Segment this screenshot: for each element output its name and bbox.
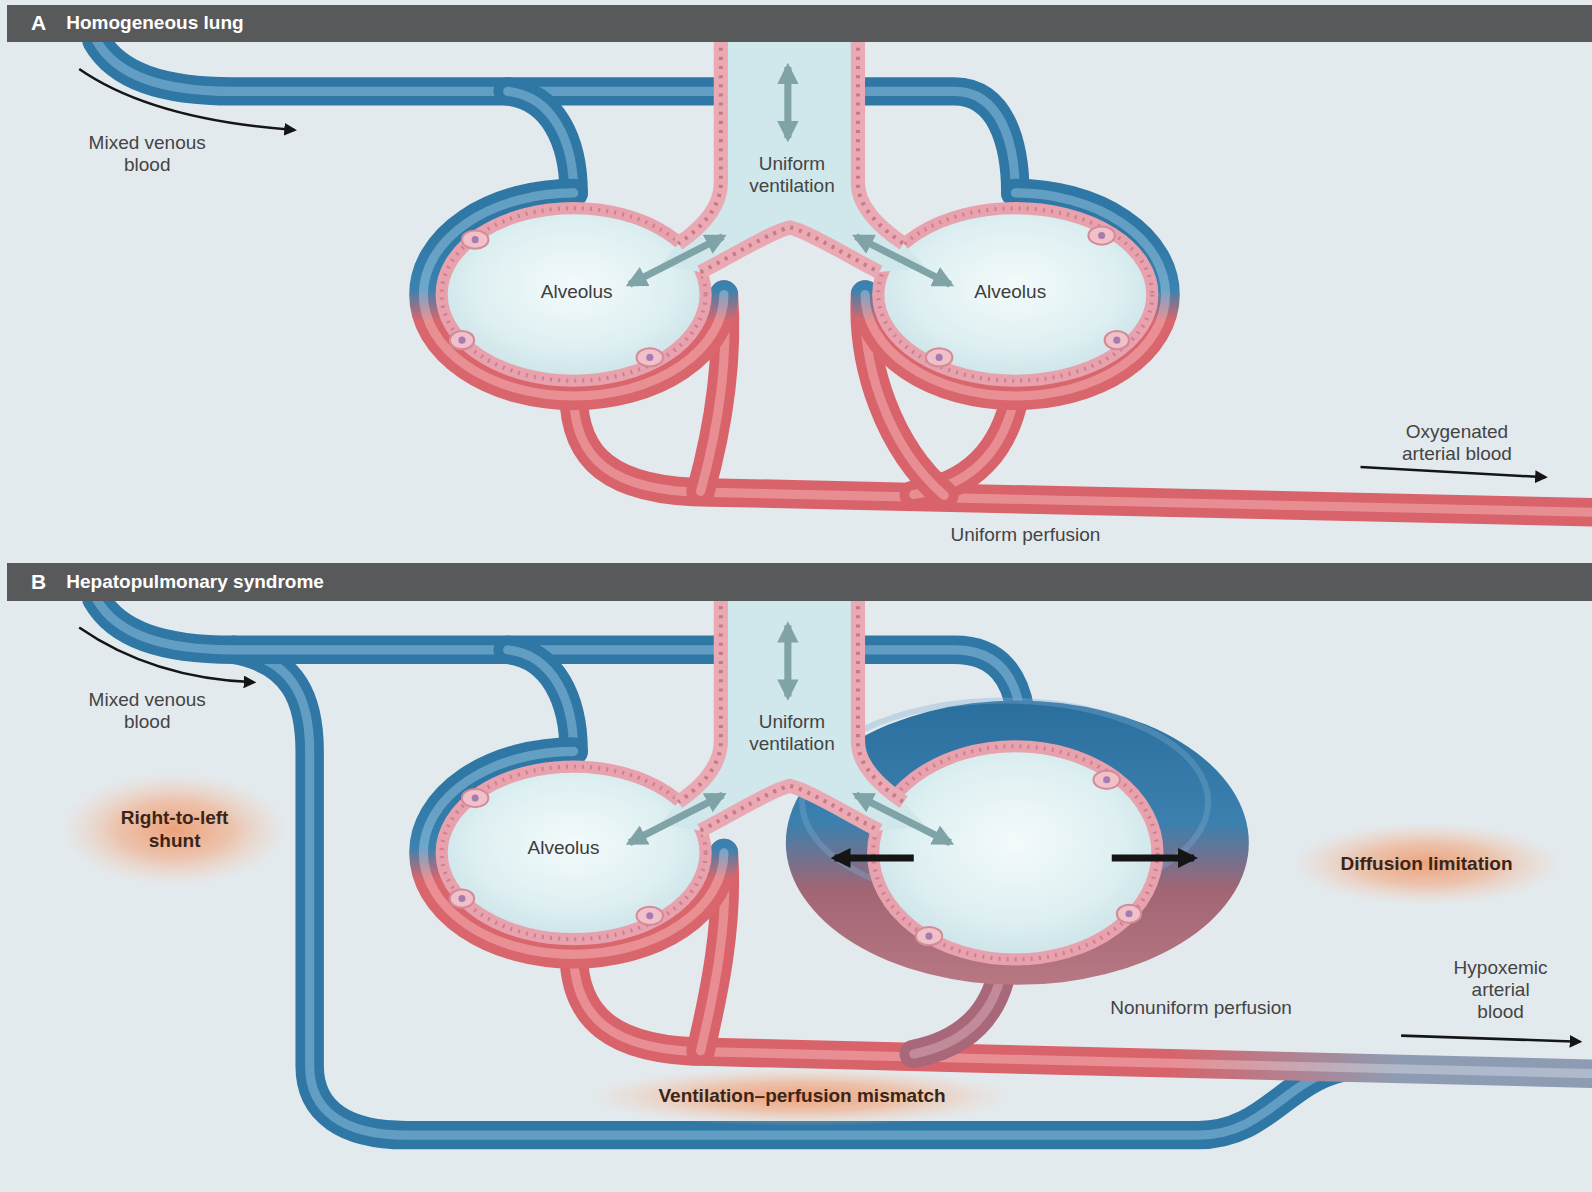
alveolus-shape [442, 208, 706, 381]
nucleus [1103, 776, 1110, 783]
capillary-highlight [423, 193, 724, 396]
arterial-vessel [914, 980, 1000, 1054]
capillary [423, 193, 724, 396]
arterial-highlight [914, 980, 1000, 1054]
panel-letter: B [31, 570, 46, 594]
panel-title: Homogeneous lung [66, 12, 243, 34]
glow-shape [587, 1067, 1016, 1126]
alveolus-label: Alveolus [974, 281, 1046, 302]
nucleus [1125, 910, 1132, 917]
nucleus [925, 933, 932, 940]
alveolus-label-box: Alveolus [537, 279, 617, 305]
alveolus-label: Alveolus [541, 281, 613, 302]
annotation-label: Uniform perfusion [950, 524, 1100, 546]
ventilation-arrow [784, 625, 791, 696]
flow-arrow [79, 69, 294, 130]
venous-highlight [508, 91, 574, 193]
mechanism-highlight: Right-to-left shunt [60, 772, 288, 887]
nucleus [458, 337, 465, 344]
flow-arrows [79, 69, 1580, 1042]
flow-arrow [1361, 467, 1546, 477]
capillary-highlight [423, 751, 724, 954]
venous-highlight [96, 41, 1015, 193]
diffusion-arrow [1112, 854, 1194, 861]
alveolus-wall [442, 208, 706, 381]
panel-header: A Homogeneous lung [7, 5, 1592, 42]
nucleus [472, 794, 479, 801]
nucleus [458, 895, 465, 902]
ventilation-arrow [856, 237, 950, 285]
capillary-highlight [865, 193, 1166, 396]
cell [462, 230, 488, 248]
flow-arrow [1401, 1036, 1580, 1042]
nucleus [1098, 232, 1105, 239]
cell [1088, 226, 1114, 244]
glow-shape [60, 772, 288, 887]
annotation-label: Oxygenated arterial blood [1381, 421, 1533, 465]
mechanism-label: Right-to-left shunt [106, 807, 243, 853]
alveolus-wall [873, 746, 1157, 959]
nucleus [646, 912, 653, 919]
airway [660, 39, 926, 273]
alveolus-label: Alveolus [528, 837, 600, 858]
alveolus-shape [878, 208, 1152, 381]
glow-shape [1290, 822, 1564, 906]
annotation-label: Uniform ventilation [734, 711, 851, 755]
alveolus-shape [442, 767, 706, 940]
nucleus [472, 236, 479, 243]
annotation-label: Uniform ventilation [734, 153, 851, 197]
annotation-label: Mixed venous blood [66, 132, 228, 176]
alveolus-label-box: Alveolus [970, 279, 1050, 305]
annotation-label: Hypoxemic arterial blood [1447, 957, 1554, 1023]
panel-letter: A [31, 11, 46, 35]
cell [1117, 905, 1141, 923]
ventilation-arrow [629, 795, 722, 843]
cell [462, 789, 488, 807]
nucleus [936, 354, 943, 361]
ventilation-arrow [856, 795, 950, 843]
annotation-label: Nonuniform perfusion [1110, 997, 1292, 1019]
mechanism-label: Diffusion limitation [1340, 853, 1512, 876]
venous-vessel [96, 41, 1015, 193]
venous-vessel [508, 91, 574, 193]
capillary [865, 193, 1166, 396]
airway [660, 597, 926, 831]
cell [1105, 331, 1129, 349]
diffusion-arrow [835, 854, 914, 861]
mechanism-highlight: Diffusion limitation [1290, 822, 1564, 906]
ventilation-arrow [784, 67, 791, 138]
cell [916, 927, 942, 945]
alveolus-wall [878, 208, 1152, 381]
venous-highlight [508, 650, 574, 752]
panel-header: B Hepatopulmonary syndrome [7, 563, 1592, 601]
nucleus [1113, 337, 1120, 344]
ventilation-arrow [629, 237, 722, 285]
annotation-label: Mixed venous blood [66, 689, 228, 733]
cell [637, 907, 663, 925]
mechanism-label: Ventilation–perfusion mismatch [659, 1085, 946, 1108]
alveolus-wall [442, 767, 706, 940]
alveolus-label-box: Alveolus [524, 835, 604, 861]
mechanism-highlight: Ventilation–perfusion mismatch [587, 1067, 1016, 1126]
alveolus-shape [873, 746, 1157, 959]
cell [637, 348, 663, 366]
capillary [423, 751, 724, 954]
cell [926, 348, 952, 366]
cell [450, 331, 474, 349]
cell [450, 889, 474, 907]
cell [1093, 771, 1119, 789]
nucleus [646, 354, 653, 361]
venous-vessel [508, 650, 574, 752]
ventilation-arrows [629, 67, 950, 843]
panel-title: Hepatopulmonary syndrome [66, 571, 324, 593]
flow-arrow [79, 627, 254, 682]
